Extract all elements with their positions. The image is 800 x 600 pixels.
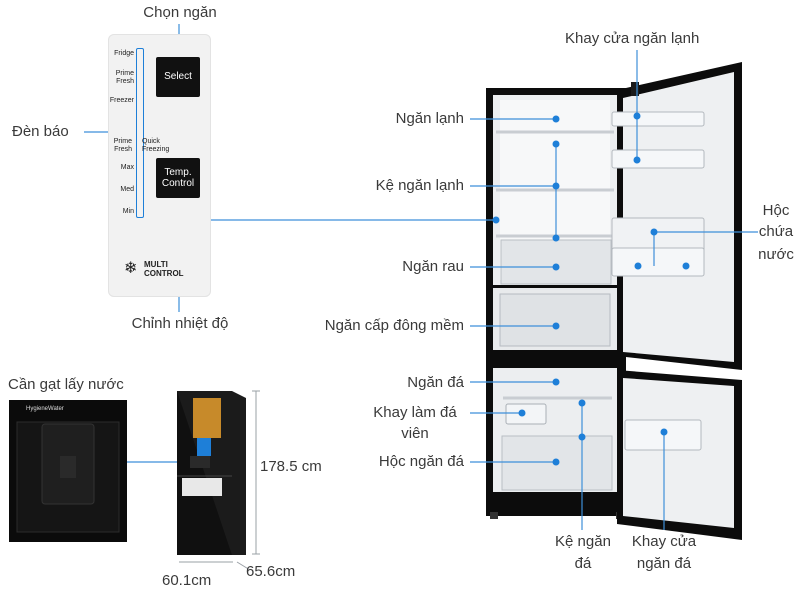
dimension-width: 60.1cm [162, 572, 212, 589]
label-ngan-rau: Ngăn rau [402, 258, 464, 275]
temp-label-1: Temp. [164, 167, 192, 178]
label-can-gat: Cần gạt lấy nước [8, 376, 124, 393]
label-hoc-chua-nuoc-1: Hộc [762, 202, 790, 219]
label-ngan-cap-dong-mem: Ngăn cấp đông mềm [324, 317, 464, 334]
label-chon-ngan: Chọn ngăn [143, 4, 217, 21]
control-label: CONTROL [144, 269, 184, 278]
door-bin-2 [611, 149, 705, 169]
multi-control-logo: MULTI CONTROL [144, 260, 184, 278]
control-panel: Fridge Prime Fresh Freezer Prime Fresh Q… [108, 34, 211, 297]
label-hoc-chua-nuoc-2: chứa [758, 223, 794, 240]
panel-prime-fresh-2: Fresh [116, 78, 134, 85]
temp-control-button[interactable]: Temp. Control [156, 158, 200, 198]
panel-prime-fresh-b2: Fresh [114, 146, 132, 153]
label-khay-cua-ngan-lanh: Khay cửa ngăn lạnh [565, 30, 700, 47]
label-ke-ngan-da-2: đá [574, 555, 592, 572]
main-fridge [486, 62, 742, 540]
dispenser-brand: HygieneWater [26, 406, 64, 412]
ice-tray [505, 403, 547, 425]
panel-prime-fresh-b1: Prime [113, 138, 132, 145]
label-khay-cua-ngan-da-1: Khay cửa [631, 533, 697, 550]
door-bin-1 [611, 111, 705, 127]
door-bin-3 [611, 247, 705, 277]
panel-med: Med [120, 186, 134, 193]
panel-freezer: Freezer [109, 97, 134, 104]
label-ngan-da: Ngăn đá [407, 374, 464, 391]
multi-label: MULTI [144, 260, 168, 269]
panel-min: Min [122, 208, 134, 215]
label-hoc-chua-nuoc-3: nước [758, 246, 794, 263]
label-khay-lam-da-2: viên [401, 425, 429, 442]
dimension-height: 178.5 cm [260, 458, 322, 475]
label-hoc-ngan-da: Hộc ngăn đá [378, 453, 464, 470]
label-khay-cua-ngan-da-2: ngăn đá [636, 555, 692, 572]
panel-quick-1: Quick [142, 138, 160, 145]
temp-label-2: Control [161, 178, 195, 189]
panel-prime-fresh-1: Prime [115, 70, 134, 77]
dimension-lines [179, 390, 260, 571]
vegetable-drawer [500, 239, 612, 285]
energy-sticker [182, 478, 222, 496]
label-khay-lam-da-1: Khay làm đá [373, 404, 457, 421]
label-den-bao: Đèn báo [12, 123, 69, 140]
label-ke-ngan-lanh: Kệ ngăn lạnh [375, 177, 464, 194]
label-ngan-lanh: Ngăn lạnh [395, 110, 464, 127]
sticker-water [197, 438, 211, 456]
label-chinh-nhiet-do: Chỉnh nhiệt độ [131, 315, 229, 332]
panel-max: Max [120, 164, 134, 171]
snowflake-icon: ❄ [124, 260, 138, 277]
promo-sticker [193, 398, 221, 438]
panel-fridge: Fridge [114, 50, 134, 57]
panel-quick-2: Freezing [142, 146, 170, 153]
closed-fridge [177, 391, 246, 555]
dimension-depth: 65.6cm [246, 563, 296, 580]
label-ke-ngan-da-1: Kệ ngăn [555, 533, 611, 550]
select-button[interactable]: Select [156, 57, 200, 97]
indicator-strip [136, 48, 144, 218]
water-dispenser [9, 400, 127, 542]
